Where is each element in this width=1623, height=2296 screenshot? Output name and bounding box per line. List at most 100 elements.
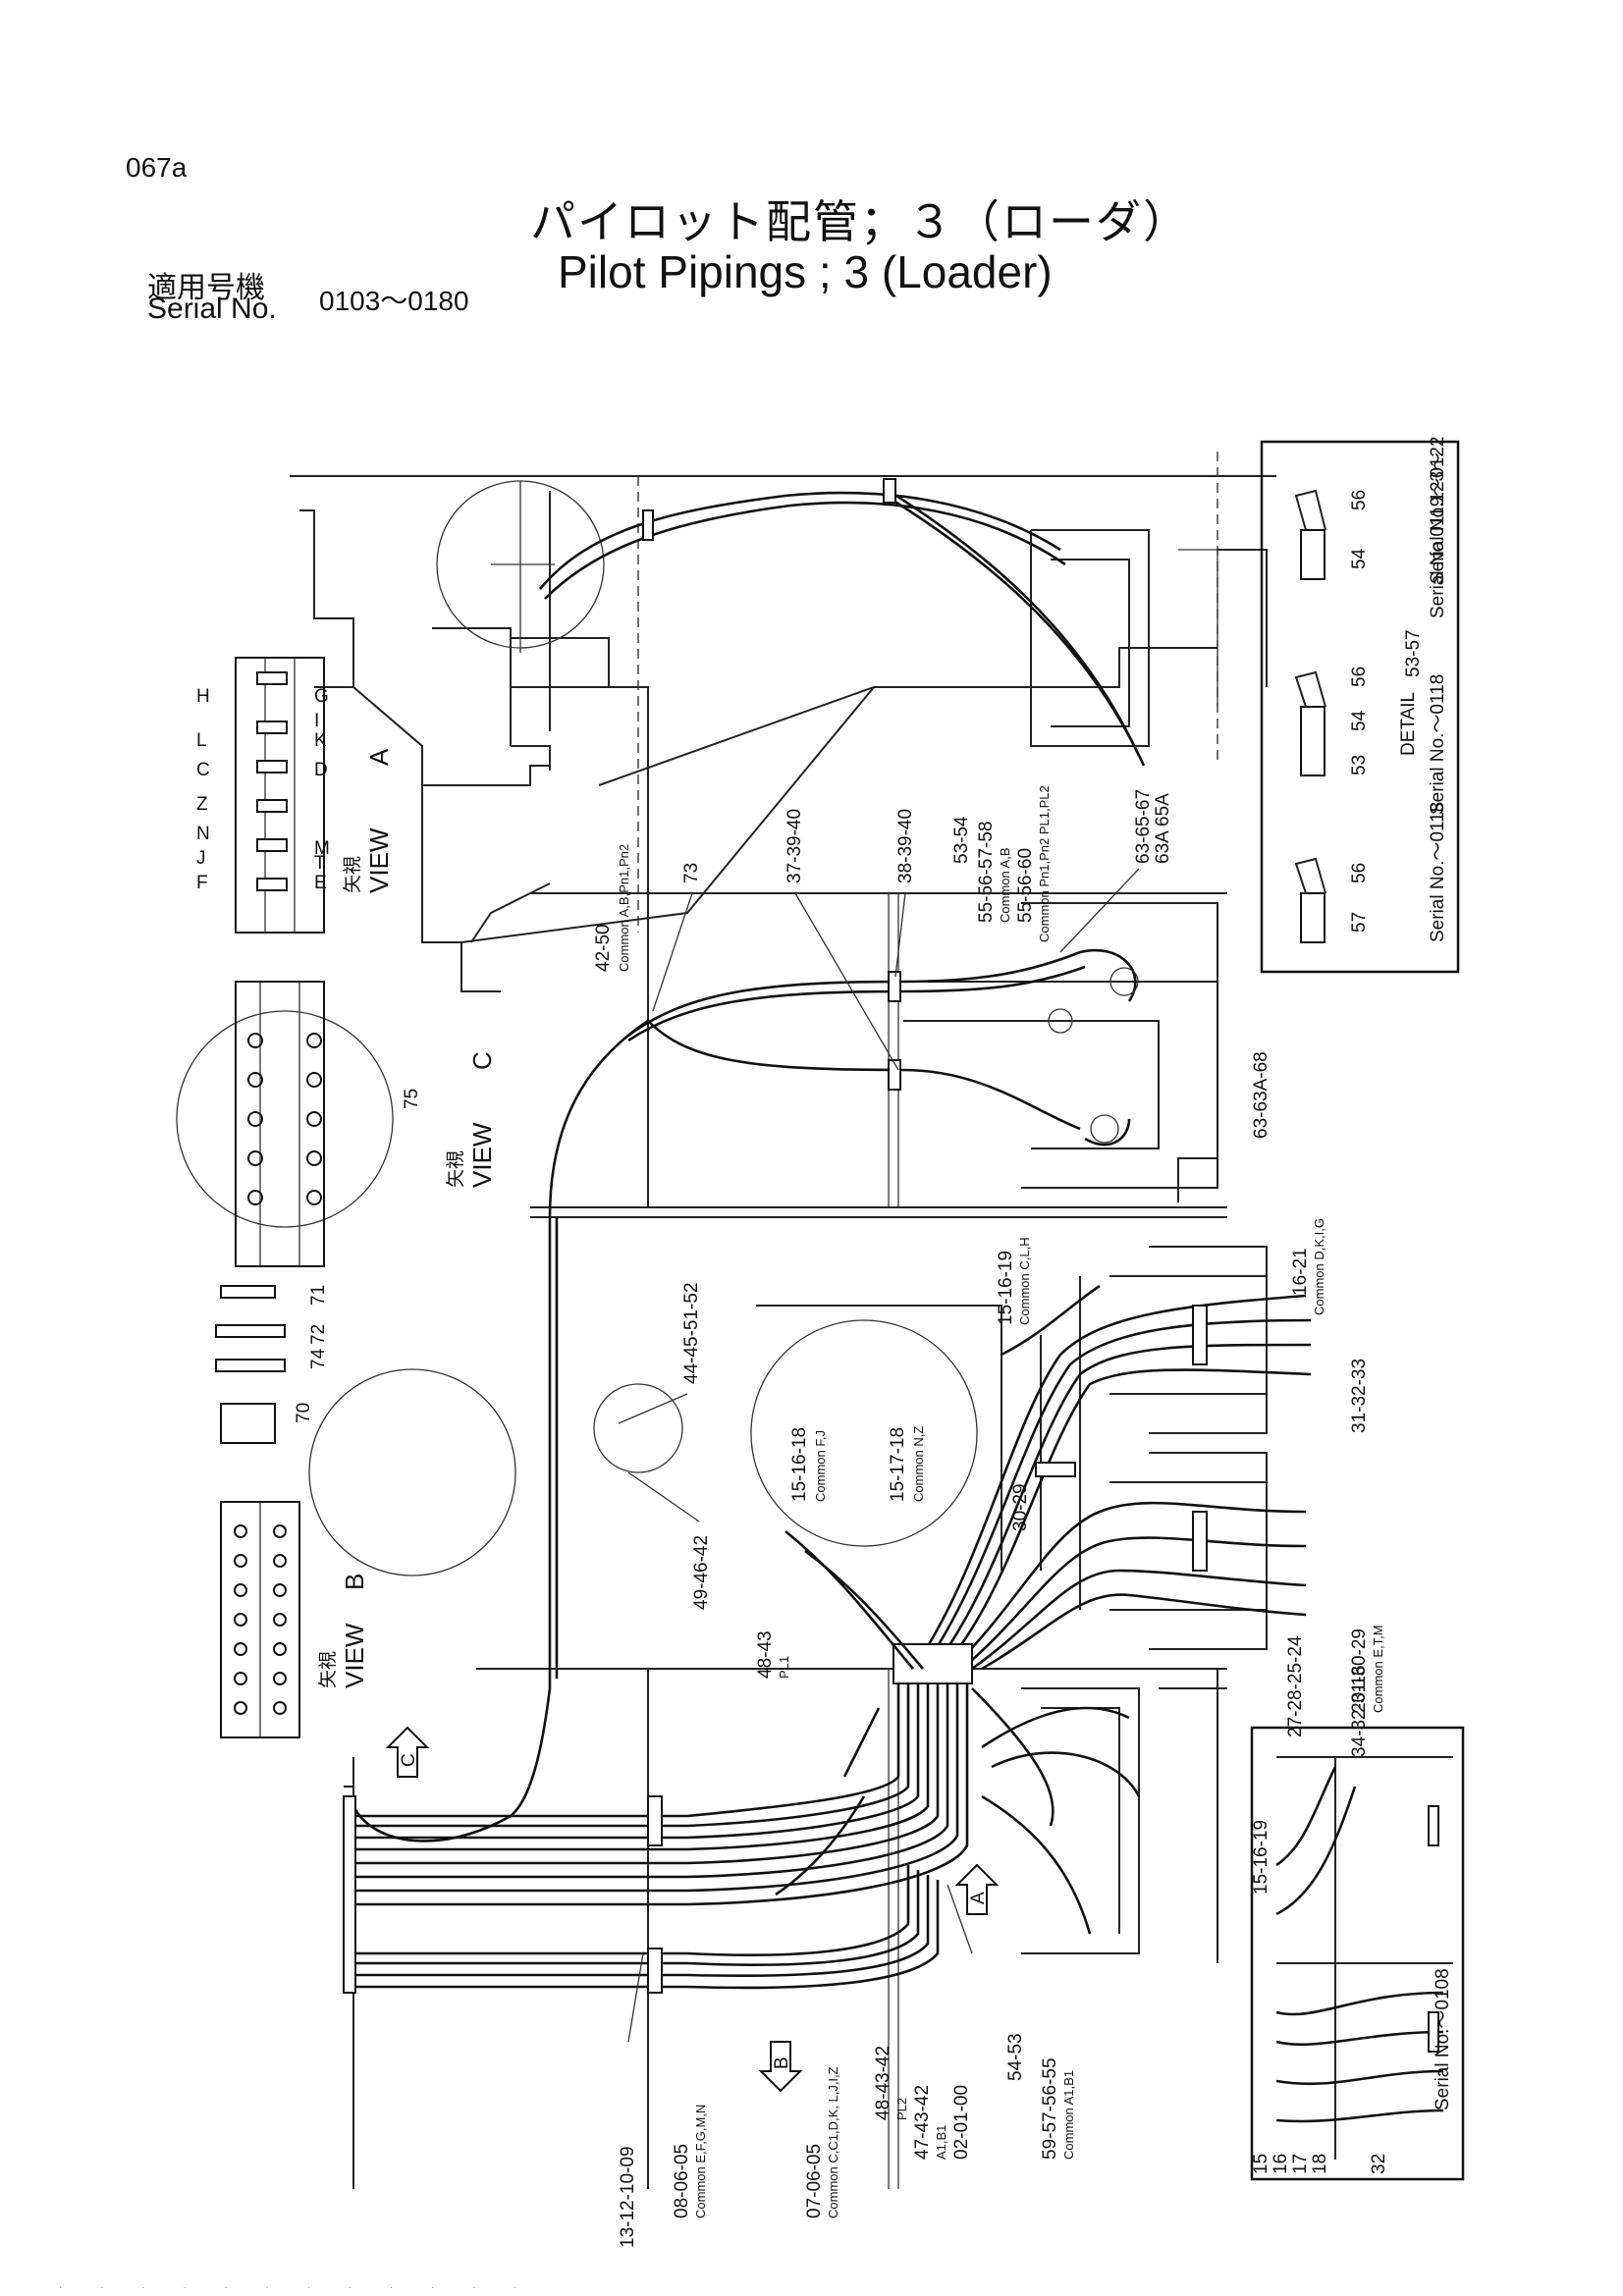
serial-label-japanese: 適用号機 <box>147 271 265 305</box>
view-a-pin-i: I <box>314 711 319 731</box>
callout-55-56-57-58-sub: Common A,B <box>998 847 1012 923</box>
view-a-pin-m: M <box>314 838 330 859</box>
view-a-pin-d: D <box>314 760 328 780</box>
view-c-label: VIEW <box>467 1122 497 1188</box>
callout-48-43-42: 48-43-42 <box>873 2046 893 2120</box>
detail-serial-2: Serial No.～0118 <box>1428 674 1448 815</box>
detail-part-57: 57 <box>1349 912 1370 933</box>
view-a-pins <box>256 671 288 891</box>
part-74: 74 <box>308 1348 329 1369</box>
view-a-pin-e: E <box>314 873 327 893</box>
machine-frame-lower <box>308 1305 1227 2189</box>
inset-box: Serial No.～0108 15-16-19 15 16 17 18 32 <box>1250 1726 1465 2181</box>
view-a-block: VIEW A 矢視 H G C L D K I F J N Z M E T <box>196 657 394 934</box>
callout-08-06-05-sub: Common E,F,G,M,N <box>693 2105 708 2218</box>
detail-part-54-b: 54 <box>1349 710 1370 731</box>
pump-block-lower <box>981 1669 1227 1963</box>
inset-callout-16: 16 <box>1271 2154 1291 2174</box>
callout-15-16-19: 15-16-19 <box>996 1251 1016 1325</box>
view-a-pin-t: T <box>314 853 326 874</box>
callout-15-17-18-sub: Common N,Z <box>911 1426 926 1502</box>
detail-part-54-a: 54 <box>1349 548 1370 569</box>
view-a-letter: A <box>364 748 394 766</box>
view-a-pin-n: N <box>196 824 210 844</box>
view-b-block: VIEW B 矢視 <box>220 1501 369 1738</box>
callout-07-06-05: 07-06-05 <box>804 2144 825 2218</box>
callout-42-50-sub: Common A,B,Pn1,Pn2 <box>617 844 631 972</box>
callout-13-12-10-09: 13-12-10-09 <box>618 2146 638 2248</box>
serial-range: 0103～0180 <box>319 286 469 316</box>
arrow-marker-c: C <box>385 1726 430 1778</box>
view-a-pin-k: K <box>314 730 327 751</box>
view-a-pin-f: F <box>196 873 208 893</box>
fitting-icon-b <box>1294 670 1326 776</box>
inset-serial: Serial No.～0108 <box>1433 1968 1453 2110</box>
machine-frame-upper <box>290 452 1276 992</box>
callout-47-43-42-sub: A1,B1 <box>934 2125 948 2160</box>
view-a-pin-z: Z <box>196 794 208 815</box>
callout-42-50: 42-50 <box>593 924 614 972</box>
view-c-callout-75: 75 <box>402 1089 422 1109</box>
view-b-letter: B <box>340 1574 369 1590</box>
valve-hose-bundle <box>911 1284 1312 1671</box>
page-title-japanese: パイロット配管；３（ローダ） <box>530 195 1190 248</box>
svg-text:C: C <box>399 1753 419 1767</box>
callout-08-06-05: 08-06-05 <box>672 2144 692 2218</box>
hose-pl1 <box>775 1795 866 1896</box>
detail-serial-1: Serial No.0119～0122 <box>1428 436 1448 618</box>
callout-31-32-33: 31-32-33 <box>1349 1359 1370 1433</box>
callout-30-29: 30-29 <box>1010 1483 1031 1531</box>
detail-ref: 53-57 <box>1403 629 1424 677</box>
valve-hoses-upper <box>627 948 1137 1147</box>
detail-part-56-a: 56 <box>1349 490 1370 510</box>
callout-16-21: 16-21 <box>1290 1248 1311 1296</box>
callout-07-06-05-sub: Common C,C1,D,K, L,J,I,Z <box>826 2066 840 2218</box>
view-a-pin-g: G <box>314 686 329 707</box>
callout-38-39-40: 38-39-40 <box>895 809 916 883</box>
fitting-icon-a <box>1294 489 1326 580</box>
view-b-prefix: 矢視 <box>317 1651 339 1688</box>
callout-55-56-60-sub: Common Pn1,Pn2 PL1,PL2 <box>1037 785 1052 942</box>
view-b-label: VIEW <box>340 1623 369 1688</box>
callout-63-65-67: 63-65-67 <box>1133 789 1154 864</box>
callout-63-63A-68: 63-63A-68 <box>1251 1051 1271 1139</box>
arrow-marker-a: A <box>954 1863 1000 1915</box>
view-c-prefix: 矢視 <box>445 1150 466 1188</box>
callout-labels: 73 42-50 Common A,B,Pn1,Pn2 37-39-40 38-… <box>593 785 1385 2248</box>
callout-37-39-40: 37-39-40 <box>784 809 805 883</box>
callout-59-57-56-55-sub: Common A1,B1 <box>1061 2070 1076 2160</box>
callout-48-43-42-sub: PL2 <box>894 2098 909 2120</box>
callout-15-16-19-sub: Common C,L,H <box>1017 1237 1032 1325</box>
small-parts: 71 72 74 70 <box>215 1285 329 1444</box>
callout-54-53: 54-53 <box>1005 2033 1026 2081</box>
inset-callout-18: 18 <box>1310 2154 1330 2174</box>
view-a-pin-l: L <box>196 730 207 751</box>
upper-hoses <box>539 478 1146 767</box>
view-c-block: VIEW C 矢視 75 <box>176 981 497 1267</box>
callout-27-28-25-24: 27-28-25-24 <box>1285 1635 1306 1737</box>
inset-callout-15: 15 <box>1251 2154 1271 2174</box>
callout-55-56-60: 55-56-60 <box>1015 848 1036 923</box>
page-title: Pilot Pipings ; 3 (Loader) <box>558 246 1053 297</box>
inset-callout-15-16-19: 15-16-19 <box>1251 1820 1271 1895</box>
callout-15-16-18: 15-16-18 <box>789 1427 810 1502</box>
part-72: 72 <box>308 1324 329 1345</box>
callout-02-01-00: 02-01-00 <box>951 2085 972 2160</box>
scan-artifacts: · · · · · · · · · · · · <box>59 2282 535 2293</box>
machine-frame-mid <box>530 892 1227 1218</box>
callout-49-46-42: 49-46-42 <box>691 1535 712 1610</box>
leader-lines <box>618 868 1140 2043</box>
callout-16-21-sub: Common D,K,I,G <box>1312 1218 1326 1315</box>
detail-serial-0: Serial No.～0118 <box>1428 802 1448 942</box>
callout-55-56-57-58: 55-56-57-58 <box>976 821 997 923</box>
long-pilot-hose <box>352 1019 649 1842</box>
detail-part-56-c: 56 <box>1349 863 1370 883</box>
view-c-letter: C <box>467 1051 497 1070</box>
view-a-prefix: 矢視 <box>342 856 363 893</box>
callout-59-57-56-55: 59-57-56-55 <box>1040 2057 1060 2160</box>
callout-15-16-18-sub: Common F,J <box>813 1430 828 1502</box>
callout-34-32-31-30-29: 34-32-31-30-29 <box>1349 1629 1370 1757</box>
detail-part-53: 53 <box>1349 755 1370 775</box>
fitting-icon-c <box>1294 857 1326 943</box>
